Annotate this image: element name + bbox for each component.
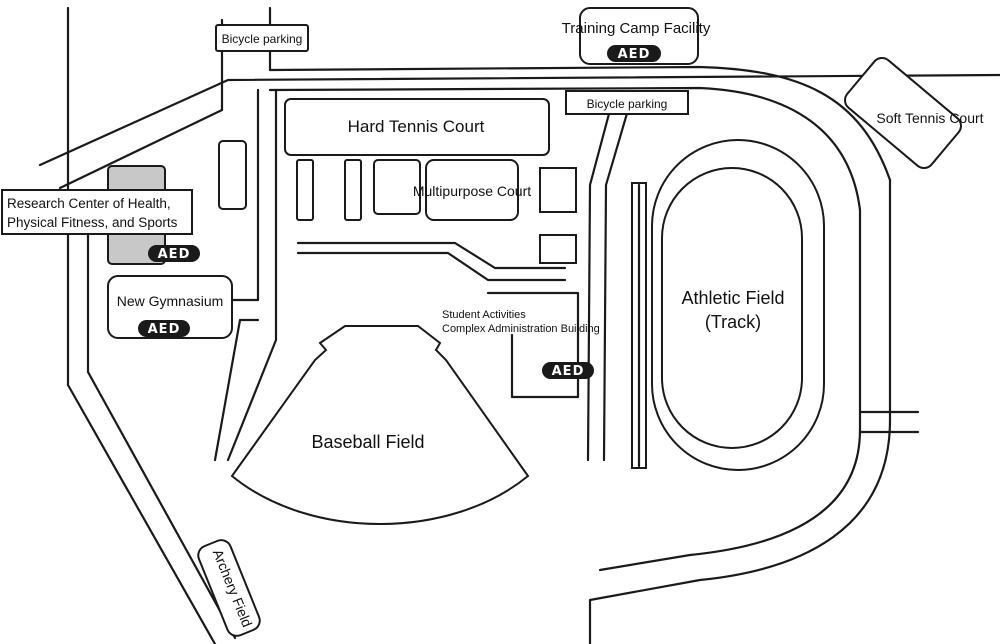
athletic-field-label-line1: Athletic Field	[681, 288, 784, 308]
bicycle-parking-mid-label: Bicycle parking	[587, 97, 668, 111]
athletic-field-inner	[661, 167, 803, 449]
soft-tennis-label: Soft Tennis Court	[876, 110, 983, 126]
road-center-left-b	[226, 88, 278, 462]
road-center-a	[586, 108, 612, 462]
road-center-left-a	[230, 88, 260, 302]
road-diagonal-upper	[38, 73, 1000, 167]
aed-badge-training	[607, 45, 661, 62]
archery-field	[197, 539, 261, 637]
hard-tennis-court	[284, 98, 550, 156]
aed-label-research: AED	[158, 247, 191, 262]
research-center-label-line2: Physical Fitness, and Sports	[7, 215, 178, 230]
aed-label-gym: AED	[148, 322, 181, 337]
road-inner-double-a	[296, 241, 567, 270]
aed-label-training: AED	[618, 47, 651, 62]
road-right-curve-inner	[598, 208, 862, 572]
baseball-field	[230, 325, 530, 525]
bicycle-parking-top-box	[215, 24, 309, 52]
student-activities-building	[486, 291, 580, 399]
research-center-label-line1: Research Center of Health,	[7, 196, 171, 211]
aed-label-student: AED	[552, 364, 585, 379]
athletic-field-label-line2: (Track)	[705, 312, 761, 332]
training-camp-label: Training Camp Facility	[562, 20, 711, 37]
new-gymnasium	[107, 275, 233, 339]
road-right-curve-outer	[588, 178, 892, 644]
small-court-2	[344, 159, 362, 221]
aed-badge-student	[542, 362, 594, 379]
multipurpose-label: Multipurpose Court	[413, 183, 531, 199]
road-top	[268, 65, 892, 182]
road-left-diagonal	[66, 383, 217, 644]
student-activities-label-line1: Student Activities	[442, 309, 526, 321]
small-court-3	[373, 159, 421, 215]
soft-tennis-court	[844, 56, 962, 170]
hard-tennis-label: Hard Tennis Court	[348, 117, 485, 136]
new-gym-label: New Gymnasium	[117, 293, 224, 309]
research-center-label-box	[1, 189, 193, 235]
aed-badge-research	[148, 245, 200, 262]
small-building-left	[218, 140, 247, 210]
small-box-right-1	[539, 167, 577, 213]
baseball-field-label: Baseball Field	[311, 432, 424, 452]
road-diagonal-lower	[58, 108, 224, 190]
bicycle-parking-top-label: Bicycle parking	[222, 32, 303, 46]
aed-badge-gym	[138, 320, 190, 337]
small-court-1	[296, 159, 314, 221]
road-inner-double-b	[296, 251, 567, 282]
road-inner-left	[86, 196, 237, 640]
road-center-left-c	[213, 318, 260, 462]
road-center-b	[602, 108, 630, 462]
student-activities-label-line2: Complex Administration Building	[442, 323, 600, 335]
small-box-right-2	[539, 234, 577, 264]
bicycle-parking-mid-box	[565, 90, 689, 115]
multipurpose-court	[425, 159, 519, 221]
road-top-inner	[268, 86, 862, 212]
